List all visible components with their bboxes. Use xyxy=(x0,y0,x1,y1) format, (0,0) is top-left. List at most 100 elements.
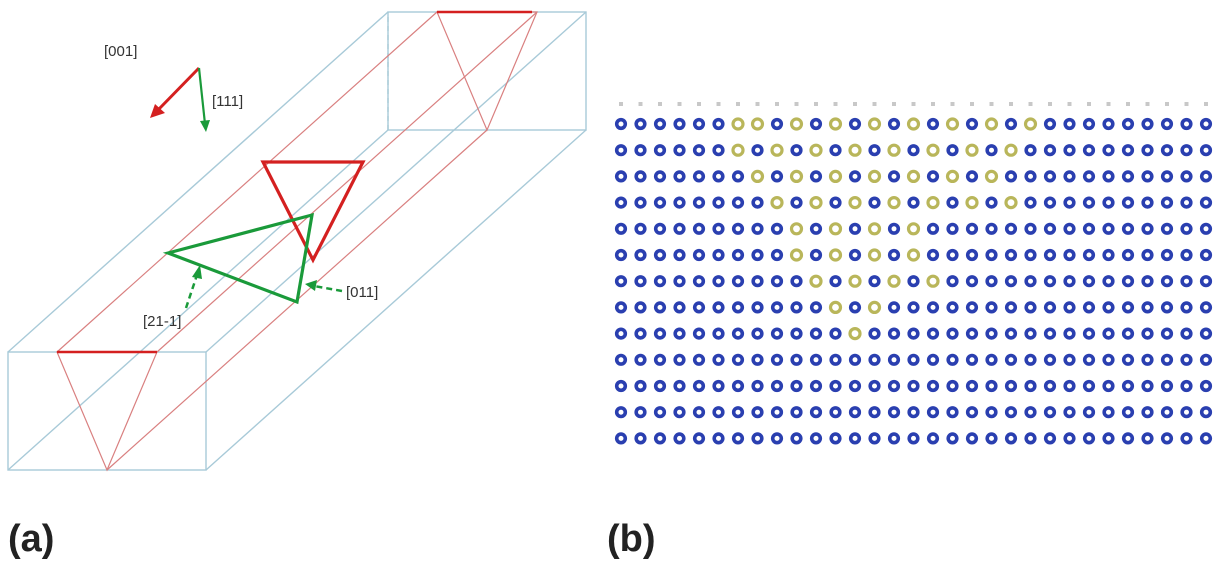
atom-blue xyxy=(751,406,764,419)
atom-blue xyxy=(673,353,686,366)
front-face xyxy=(7,351,207,471)
atom-blue xyxy=(965,275,979,288)
atom-yellow xyxy=(789,117,804,131)
atom-blue xyxy=(1121,406,1135,419)
atom-blue xyxy=(692,301,706,314)
atom-blue xyxy=(1043,144,1057,157)
atom-blue xyxy=(1180,327,1193,340)
atom-blue xyxy=(653,248,667,262)
atom-blue xyxy=(985,406,998,419)
atom-blue xyxy=(790,144,803,157)
atom-blue xyxy=(985,248,998,262)
atom-blue xyxy=(1160,327,1174,340)
atom-blue xyxy=(946,275,959,288)
atom-yellow xyxy=(848,143,862,157)
surface-marker xyxy=(833,102,838,106)
arrow-011 xyxy=(305,280,343,293)
atom-blue xyxy=(1160,222,1174,235)
atom-blue xyxy=(946,406,959,419)
surface-marker xyxy=(892,102,896,106)
atom-blue xyxy=(673,432,686,445)
atom-blue xyxy=(673,327,686,340)
atom-blue xyxy=(926,117,940,131)
atom-blue xyxy=(829,406,842,419)
atom-blue xyxy=(1024,248,1037,262)
atom-blue xyxy=(614,301,628,314)
atom-blue xyxy=(907,196,920,209)
atom-blue xyxy=(1063,196,1076,209)
atom-blue xyxy=(770,170,784,183)
atom-blue xyxy=(1004,406,1018,419)
atom-blue xyxy=(634,353,647,366)
atom-blue xyxy=(712,144,725,157)
atom-blue xyxy=(673,170,686,183)
atom-blue xyxy=(965,432,979,445)
atom-blue xyxy=(1102,432,1115,445)
surface-marker xyxy=(950,102,955,106)
atom-blue xyxy=(1199,170,1213,183)
atom-blue xyxy=(1004,117,1018,131)
atom-blue xyxy=(829,379,842,393)
atom-yellow xyxy=(828,169,843,183)
atom-blue xyxy=(1160,117,1174,131)
atom-blue xyxy=(1160,406,1174,419)
atom-blue xyxy=(1043,117,1057,131)
atom-blue xyxy=(1082,170,1096,183)
atom-yellow xyxy=(984,169,999,183)
atom-blue xyxy=(731,275,745,288)
atom-blue xyxy=(1063,301,1076,314)
atom-blue xyxy=(1199,327,1213,340)
atom-blue xyxy=(1180,432,1193,445)
atom-blue xyxy=(673,144,686,157)
atom-yellow xyxy=(750,117,765,131)
atom-blue xyxy=(751,353,764,366)
atom-blue xyxy=(1063,353,1076,366)
atom-blue xyxy=(731,379,745,393)
atom-blue xyxy=(1082,144,1096,157)
atom-blue xyxy=(614,222,628,235)
atom-blue xyxy=(926,301,940,314)
atom-blue xyxy=(946,353,959,366)
atom-yellow xyxy=(926,196,940,210)
atom-blue xyxy=(673,275,686,288)
plane-line-2 xyxy=(156,11,538,353)
atom-blue xyxy=(653,327,667,340)
atom-yellow xyxy=(789,222,804,236)
atom-blue xyxy=(1121,144,1135,157)
panel-a-diagram: [001] [111] [21-1] [011] xyxy=(7,10,587,472)
atom-blue xyxy=(926,379,940,393)
atom-blue xyxy=(887,222,901,235)
label-111: [111] xyxy=(212,93,243,110)
atom-blue xyxy=(1063,170,1076,183)
atom-yellow xyxy=(770,143,784,157)
atom-blue xyxy=(1180,353,1193,366)
atom-blue xyxy=(1160,432,1174,445)
atom-blue xyxy=(829,353,842,366)
atom-blue xyxy=(653,379,667,393)
atom-blue xyxy=(1141,379,1154,393)
surface-marker xyxy=(658,102,662,106)
atom-blue xyxy=(770,353,784,366)
atom-blue xyxy=(946,144,959,157)
atom-blue xyxy=(1063,275,1076,288)
atom-blue xyxy=(1180,406,1193,419)
atom-blue xyxy=(634,432,647,445)
atom-blue xyxy=(887,353,901,366)
atom-blue xyxy=(1199,222,1213,235)
atom-blue xyxy=(1141,196,1154,209)
atom-blue xyxy=(926,170,940,183)
atom-blue xyxy=(907,327,920,340)
atom-blue xyxy=(809,170,823,183)
atom-blue xyxy=(868,406,881,419)
atom-blue xyxy=(1043,432,1057,445)
atom-blue xyxy=(809,117,823,131)
atom-blue xyxy=(751,432,764,445)
atom-blue xyxy=(692,327,706,340)
atom-blue xyxy=(965,379,979,393)
panel-b-atom-lattice xyxy=(614,102,1213,445)
atom-blue xyxy=(634,301,647,314)
atom-blue xyxy=(1024,406,1037,419)
atom-blue xyxy=(809,327,823,340)
atom-blue xyxy=(1102,406,1115,419)
atom-blue xyxy=(829,432,842,445)
